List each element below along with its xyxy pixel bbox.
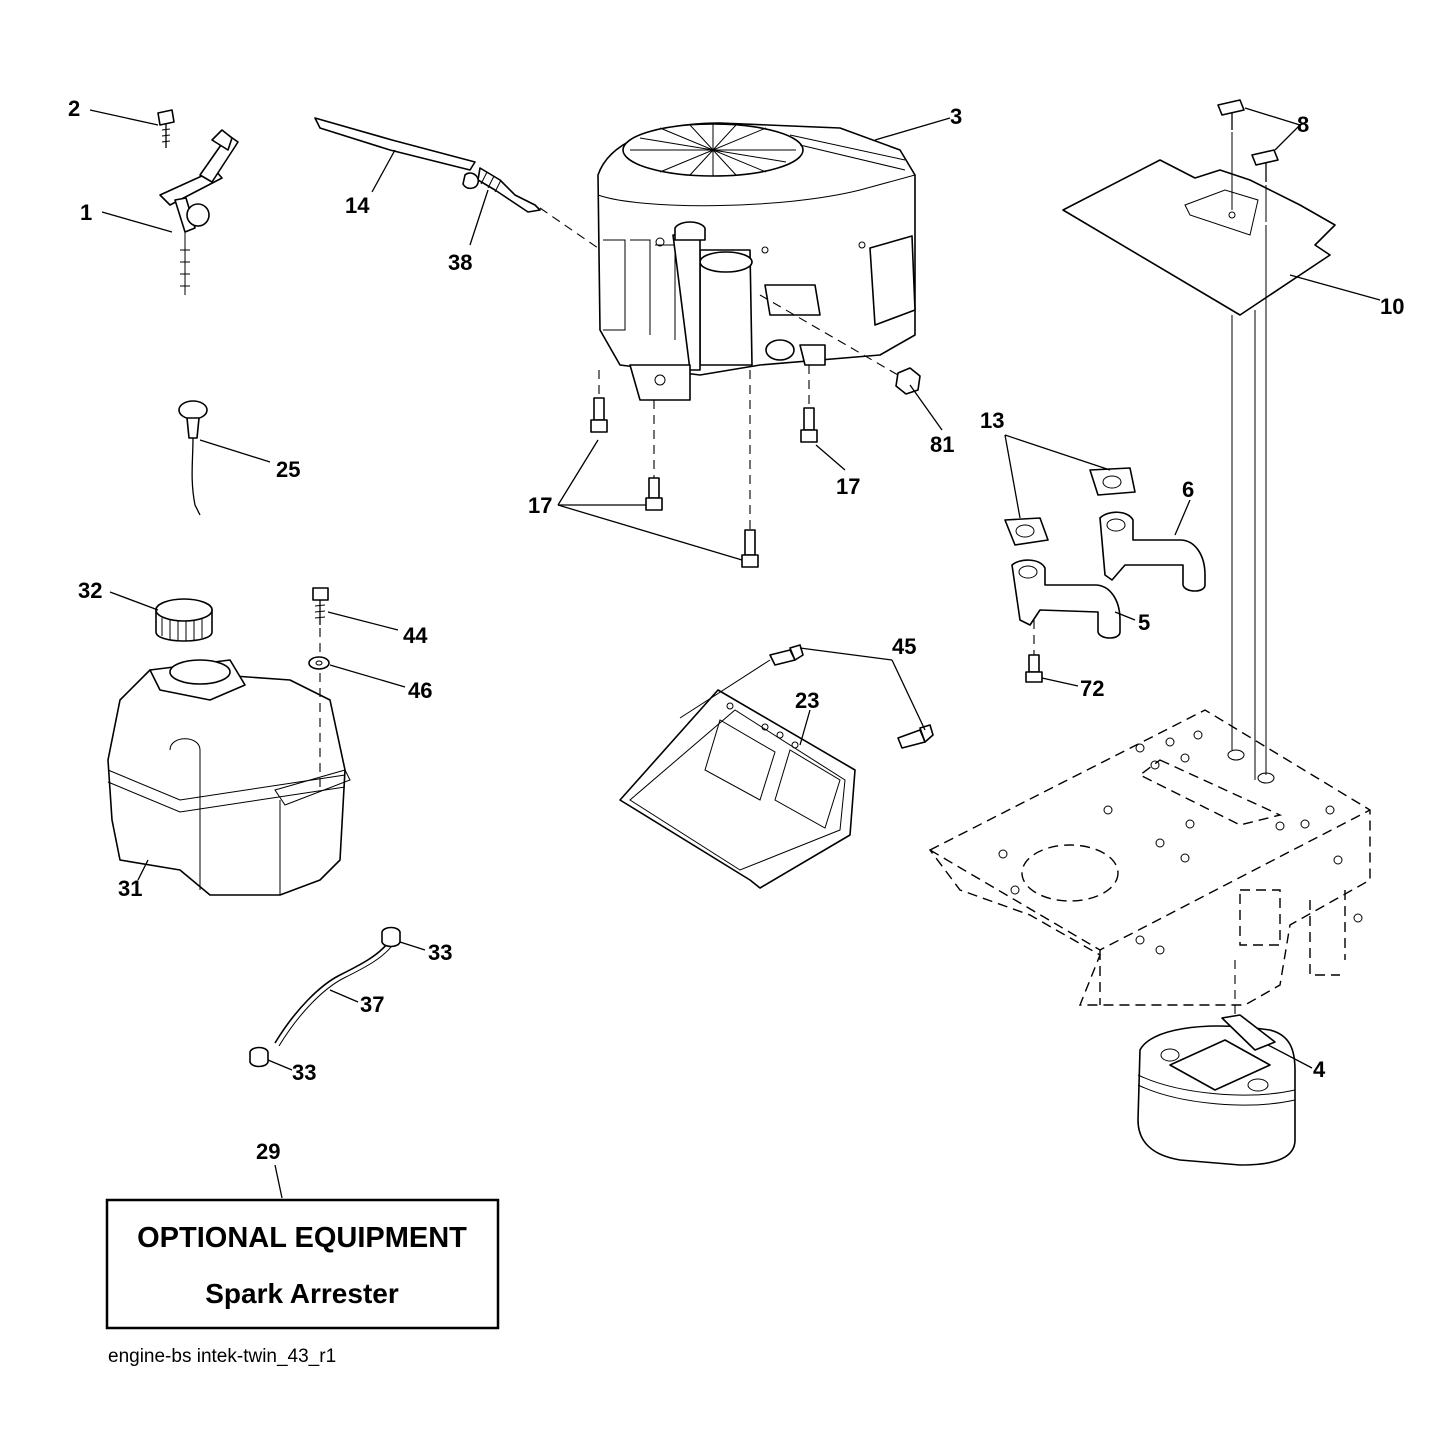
optional-equipment-box: [105, 1198, 500, 1330]
fuel-cap-part: [155, 598, 213, 642]
callout-38: 38: [448, 250, 472, 275]
callout-44: 44: [403, 623, 428, 648]
callout-13: 13: [980, 408, 1004, 433]
callout-31: 31: [118, 876, 142, 901]
muffler-part: [1137, 960, 1296, 1166]
bolt-72-part: [1025, 620, 1043, 683]
callout-6: 6: [1182, 477, 1194, 502]
spark-arrester-label: Spark Arrester: [205, 1278, 399, 1309]
screw-2-part: [157, 109, 175, 148]
callout-81: 81: [930, 432, 954, 457]
washer-46-part: [308, 656, 330, 670]
callout-46: 46: [408, 678, 432, 703]
engine-part: [597, 122, 916, 401]
callout-17-left: 17: [528, 493, 552, 518]
gasket-13-part: [1004, 467, 1136, 546]
fuel-line-part: [274, 939, 395, 1047]
screw-45-part: [679, 644, 934, 749]
callout-17-right: 17: [836, 474, 860, 499]
hose-clamp-part: [249, 926, 401, 1068]
callout-23: 23: [795, 688, 819, 713]
callout-4: 4: [1313, 1057, 1326, 1082]
leader-lines: [89, 107, 1381, 1199]
optional-equipment-title: OPTIONAL EQUIPMENT: [137, 1222, 467, 1254]
bolt-17-part: [590, 365, 818, 568]
callout-32: 32: [78, 578, 102, 603]
heat-shield-part: [1062, 159, 1336, 316]
callout-29: 29: [256, 1139, 280, 1164]
screw-8-part: [1217, 99, 1279, 784]
callout-33-bottom: 33: [292, 1060, 316, 1085]
callout-10: 10: [1380, 294, 1404, 319]
nut-81-part: [759, 294, 921, 395]
callout-5: 5: [1138, 610, 1150, 635]
callout-3: 3: [950, 104, 962, 129]
diagram-code: engine-bs intek-twin_43_r1: [108, 1346, 336, 1367]
callout-1: 1: [80, 200, 92, 225]
callout-72: 72: [1080, 676, 1104, 701]
callout-45: 45: [892, 634, 916, 659]
screw-44-part: [312, 587, 329, 790]
exhaust-pipe-6-part: [1099, 511, 1206, 592]
callout-2: 2: [68, 96, 80, 121]
fuel-tank-part: [107, 659, 351, 896]
exhaust-pipe-5-part: [1011, 559, 1121, 639]
callout-33-top: 33: [428, 940, 452, 965]
engine-shield-part: [619, 689, 856, 889]
chassis-frame: [928, 709, 1371, 1006]
choke-cable-part: [178, 400, 208, 516]
callout-8: 8: [1297, 112, 1309, 137]
fuel-filter-part: [462, 167, 599, 249]
fuel-hose-part: [314, 117, 476, 171]
callout-14: 14: [345, 193, 370, 218]
callout-25: 25: [276, 457, 300, 482]
callout-37: 37: [360, 992, 384, 1017]
throttle-control-part: [159, 129, 239, 295]
